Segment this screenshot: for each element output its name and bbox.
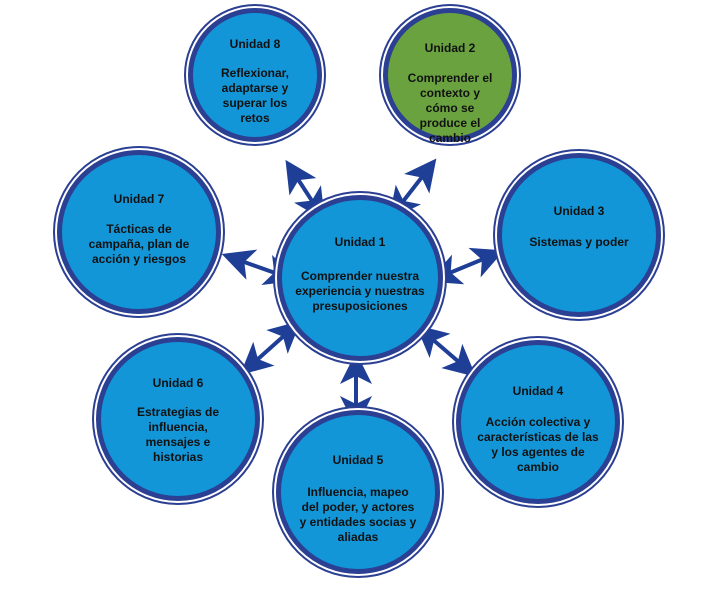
arrow-unit1-unit8 — [285, 159, 325, 221]
unit-6-description: Estrategias de influencia, mensajes e hi… — [136, 405, 220, 464]
unit-2-circle: Unidad 2 Comprender el contexto y cómo s… — [383, 8, 517, 145]
unit-1-description: Comprender nuestra experiencia y nuestra… — [295, 269, 425, 313]
unit-8-title: Unidad 8 — [229, 37, 281, 51]
unit-4-circle: Unidad 4 Acción colectiva y característi… — [456, 340, 620, 504]
unit-4-description: Acción colectiva y características de la… — [477, 415, 599, 474]
unit-2-title: Unidad 2 — [424, 41, 476, 55]
unit-4-title: Unidad 4 — [512, 384, 564, 398]
unit-7-description: Tácticas de campaña, plan de acción y ri… — [88, 222, 190, 266]
unit-5-circle: Unidad 5 Influencia, mapeo del poder, y … — [276, 410, 440, 574]
unit-6-title: Unidad 6 — [152, 376, 204, 390]
unit-7-title: Unidad 7 — [113, 192, 165, 206]
unit-8-description: Reflexionar, adaptarse y superar los ret… — [220, 66, 290, 125]
arrow-unit1-unit7 — [221, 249, 297, 286]
unit-6-circle: Unidad 6 Estrategias de influencia, mens… — [96, 337, 260, 501]
unit-3-title: Unidad 3 — [553, 204, 605, 218]
unit-1-title: Unidad 1 — [334, 235, 386, 249]
unit-5-description: Influencia, mapeo del poder, y actores y… — [299, 485, 417, 544]
unit-5-title: Unidad 5 — [332, 453, 384, 467]
arrow-unit1-unit6 — [240, 320, 301, 375]
unit-8-circle: Unidad 8 Reflexionar, adaptarse y supera… — [188, 8, 322, 142]
arrow-unit1-unit3 — [428, 247, 505, 285]
unit-7-circle: Unidad 7 Tácticas de campaña, plan de ac… — [57, 150, 221, 314]
arrow-unit1-unit4 — [415, 324, 477, 377]
unit-1-circle: Unidad 1 Comprender nuestra experiencia … — [277, 195, 443, 361]
unit-3-description: Sistemas y poder — [529, 235, 629, 249]
unit-2-description: Comprender el contexto y cómo se produce… — [407, 71, 493, 145]
arrow-unit1-unit2 — [388, 158, 437, 220]
unit-3-circle: Unidad 3 Sistemas y poder — [497, 153, 661, 317]
